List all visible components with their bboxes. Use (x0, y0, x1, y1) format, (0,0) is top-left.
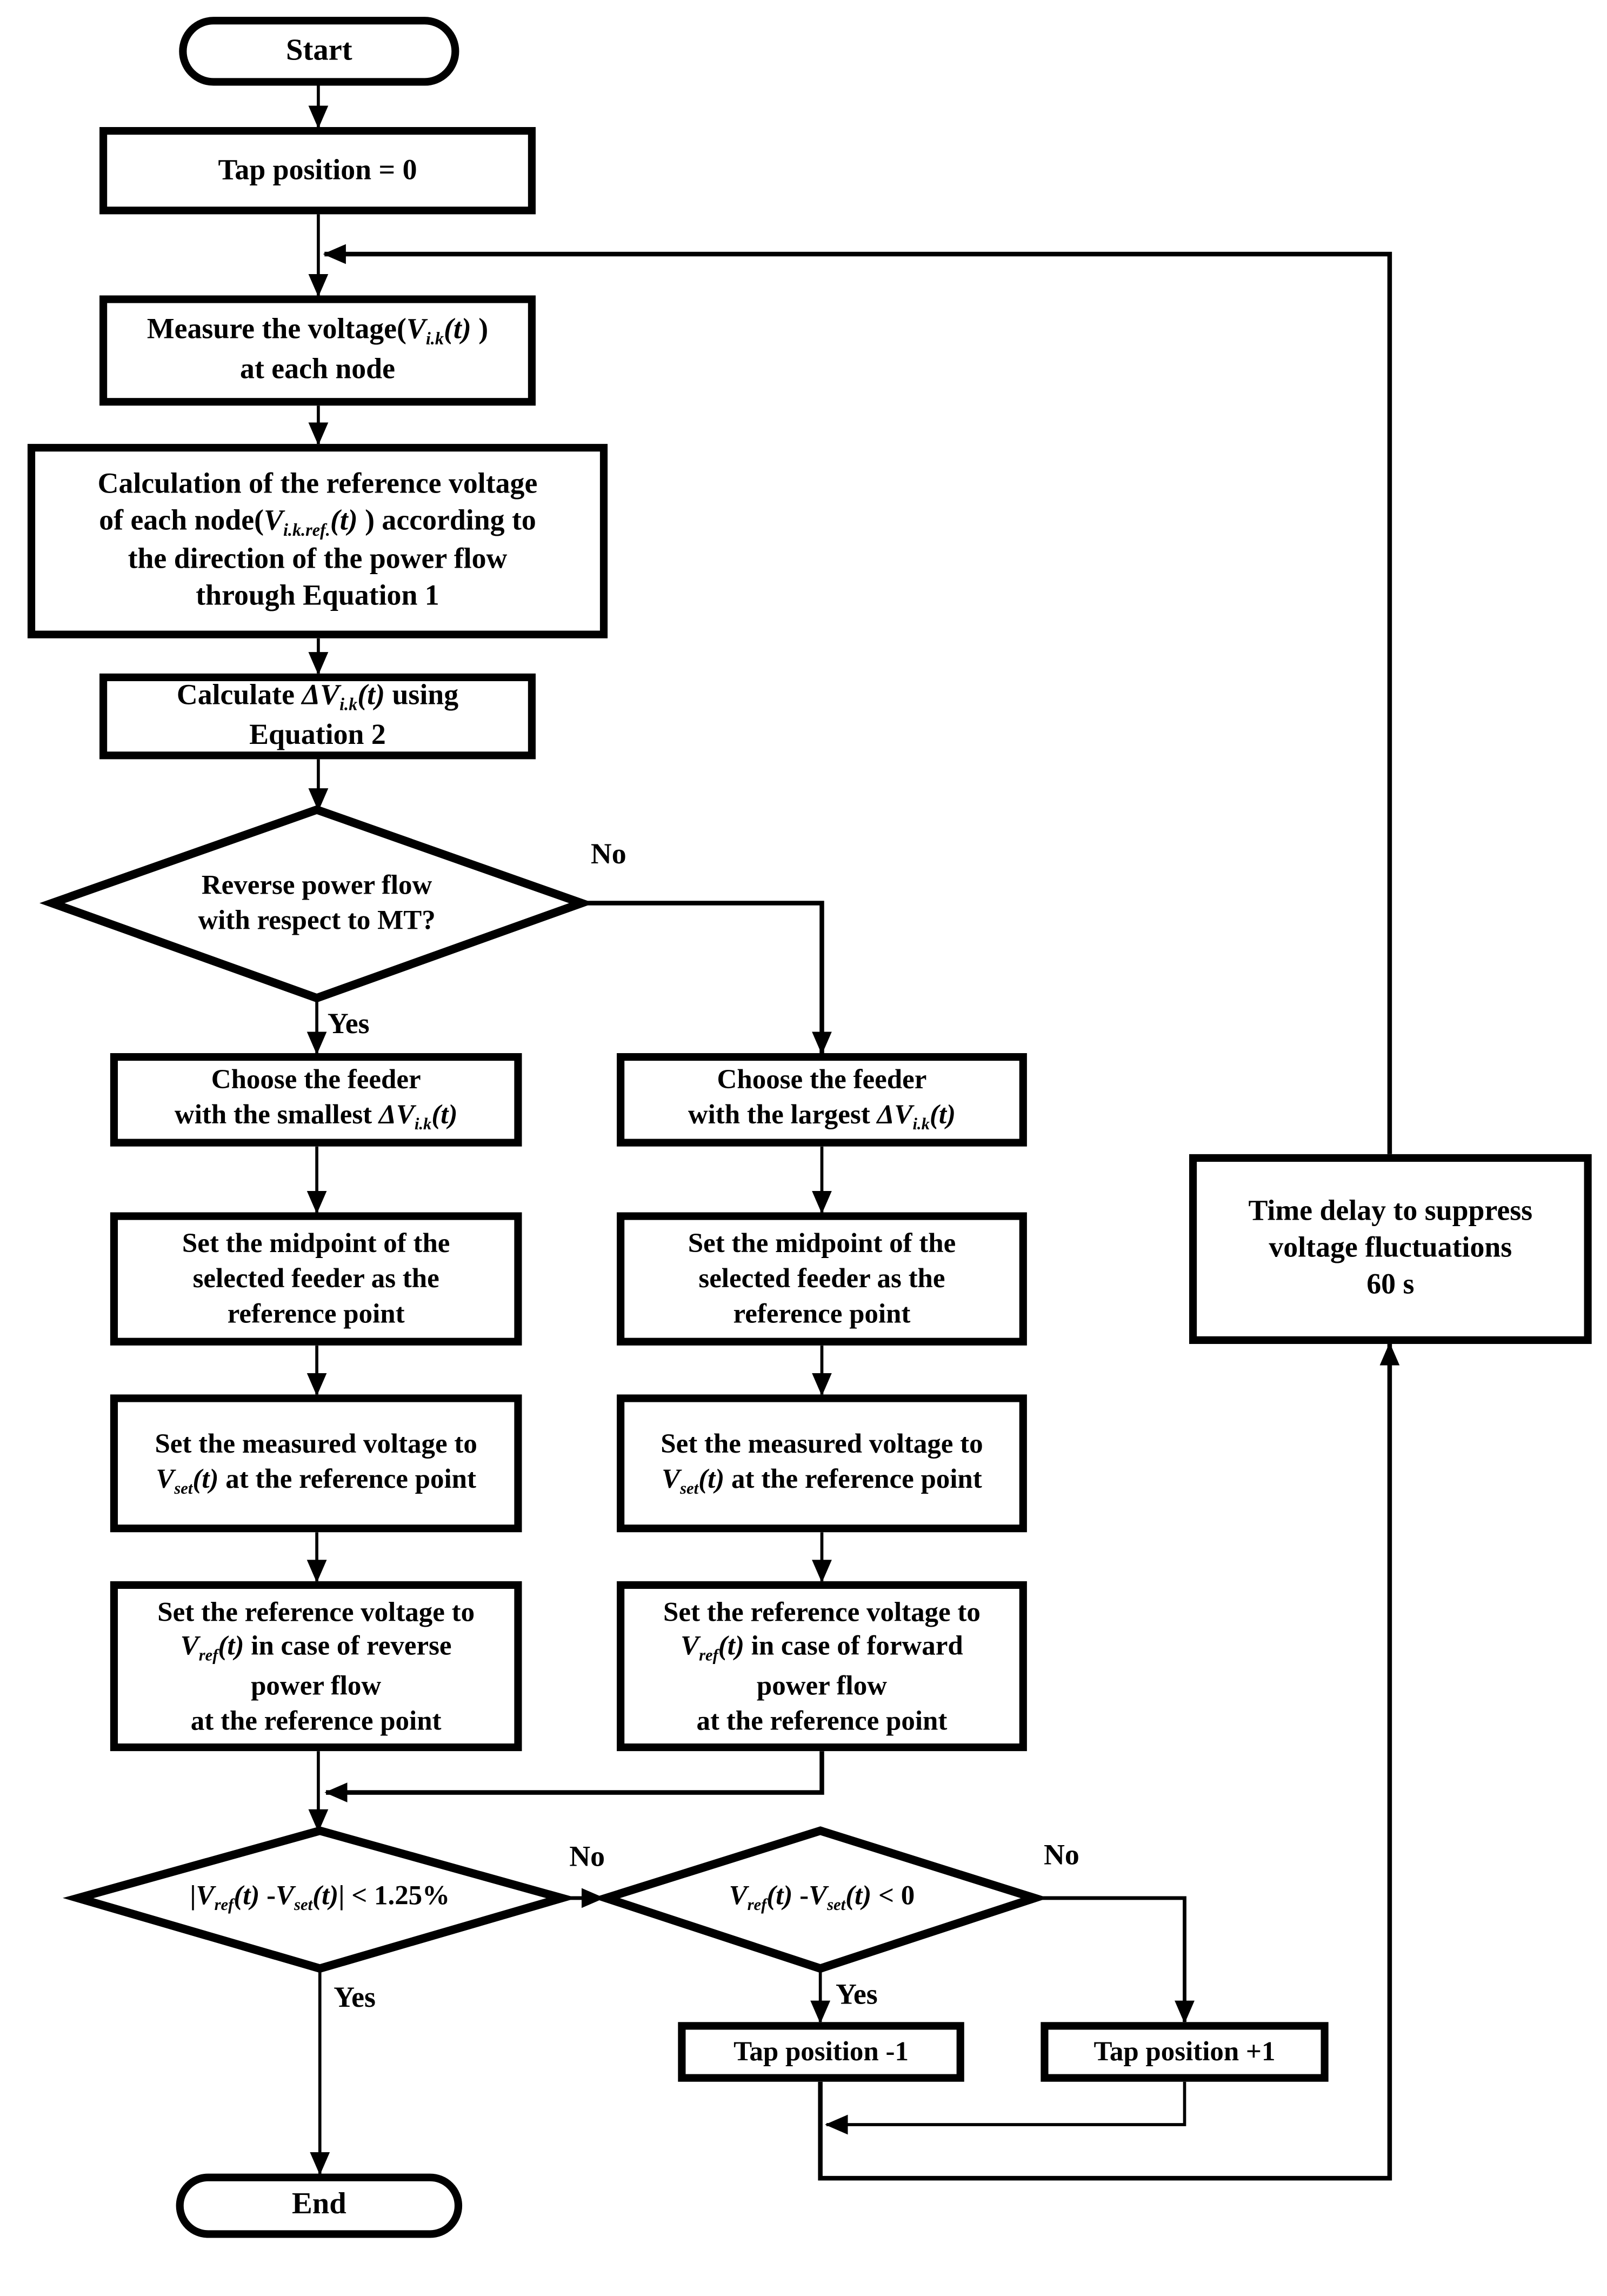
process-measure-voltage: Measure the voltage(Vi.k(t) )at each nod… (99, 295, 536, 406)
branch-label-sign-no: No (1044, 1840, 1079, 1872)
branch-label-reverse-yes: Yes (327, 1008, 370, 1041)
terminator-start: Start (179, 17, 459, 86)
edge-decision-sign-no-to-tap-plus (1035, 1896, 1195, 2024)
decision-deadband-shape (62, 1826, 577, 1973)
edge-ref-forward-merge (324, 1751, 824, 1802)
edge-taps-to-time-delay (818, 1342, 1400, 2181)
process-tap-position-plus-one: Tap position +1 (1041, 2022, 1329, 2082)
edge-tap-plus-merge (825, 2081, 1186, 2135)
branch-label-deadband-no: No (569, 1841, 605, 1874)
edge-time-delay-feedback-to-measure (323, 244, 1392, 1154)
process-tap-position-zero: Tap position = 0 (99, 127, 536, 215)
decision-reverse-power-flow-shape (39, 805, 595, 1003)
branch-label-reverse-no: No (590, 838, 626, 871)
branch-label-sign-yes: Yes (835, 1979, 878, 2012)
decision-sign-shape (592, 1826, 1049, 1973)
process-tap-position-minus-one: Tap position -1 (678, 2022, 964, 2082)
terminator-end: End (176, 2173, 463, 2238)
branch-label-deadband-yes: Yes (334, 1982, 376, 2015)
edge-decision-reverse-no (581, 901, 832, 1055)
